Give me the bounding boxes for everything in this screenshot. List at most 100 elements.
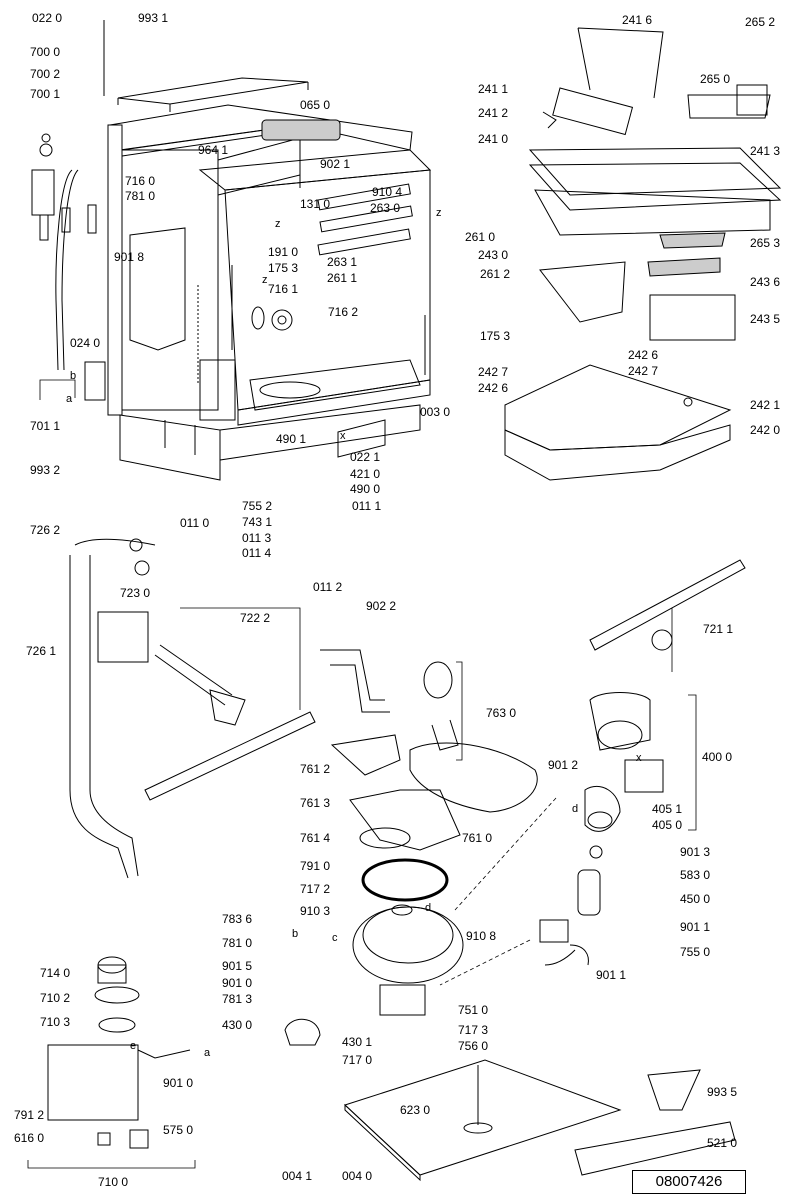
callout-717-2: 717 2 bbox=[300, 882, 331, 896]
callout-265-3: 265 3 bbox=[750, 236, 781, 250]
callout-751-0: 751 0 bbox=[458, 1003, 489, 1017]
callout-405-1: 405 1 bbox=[652, 802, 683, 816]
callout-901-0-mid: 901 0 bbox=[222, 976, 253, 990]
callout-261-0: 261 0 bbox=[465, 230, 496, 244]
pump-assembly bbox=[539, 692, 664, 966]
callout-722-2: 722 2 bbox=[240, 611, 271, 625]
callout-242-7-a: 242 7 bbox=[478, 365, 509, 379]
callout-716-0: 716 0 bbox=[125, 174, 156, 188]
letter-marker: d bbox=[425, 902, 432, 914]
callout-261-2: 261 2 bbox=[480, 267, 511, 281]
letter-marker: b bbox=[292, 928, 299, 940]
callout-902-1: 902 1 bbox=[320, 157, 351, 171]
callout-901-8: 901 8 bbox=[114, 250, 145, 264]
callout-004-0: 004 0 bbox=[342, 1169, 373, 1183]
callout-265-2: 265 2 bbox=[745, 15, 776, 29]
callout-011-0: 011 0 bbox=[180, 516, 210, 530]
letter-marker: e bbox=[130, 1040, 137, 1052]
callout-781-0-bot: 781 0 bbox=[222, 936, 253, 950]
callout-243-5: 243 5 bbox=[750, 312, 781, 326]
callout-405-0: 405 0 bbox=[652, 818, 683, 832]
callout-131-0: 131 0 bbox=[300, 197, 331, 211]
callout-901-5: 901 5 bbox=[222, 959, 253, 973]
callout-763-0: 763 0 bbox=[486, 706, 517, 720]
salt-container bbox=[47, 956, 321, 1149]
callout-743-1: 743 1 bbox=[242, 515, 273, 529]
callout-421-0: 421 0 bbox=[350, 467, 381, 481]
callout-242-1: 242 1 bbox=[750, 398, 781, 412]
callout-011-1: 011 1 bbox=[352, 499, 382, 513]
callout-241-3: 241 3 bbox=[750, 144, 781, 158]
callout-701-1: 701 1 bbox=[30, 419, 61, 433]
callout-700-0: 700 0 bbox=[30, 45, 61, 59]
letter-marker: z bbox=[262, 274, 268, 286]
callout-242-0: 242 0 bbox=[750, 423, 781, 437]
callout-710-3: 710 3 bbox=[40, 1015, 71, 1029]
callout-723-0: 723 0 bbox=[120, 586, 151, 600]
callout-791-0: 791 0 bbox=[300, 859, 331, 873]
callout-901-1-b: 901 1 bbox=[596, 968, 627, 982]
leader-lines bbox=[27, 379, 697, 1169]
callout-910-3: 910 3 bbox=[300, 904, 331, 918]
callout-726-1: 726 1 bbox=[26, 644, 57, 658]
callout-993-1: 993 1 bbox=[138, 11, 169, 25]
letter-marker: a bbox=[66, 393, 73, 405]
callout-241-6: 241 6 bbox=[622, 13, 653, 27]
callout-717-0: 717 0 bbox=[342, 1053, 373, 1067]
callout-993-5: 993 5 bbox=[707, 1085, 738, 1099]
callout-191-0: 191 0 bbox=[268, 245, 299, 259]
callout-710-0: 710 0 bbox=[98, 1175, 129, 1189]
callout-756-0: 756 0 bbox=[458, 1039, 489, 1053]
callout-241-2: 241 2 bbox=[478, 106, 509, 120]
spray-arm-assembly bbox=[69, 538, 746, 1016]
callout-781-3: 781 3 bbox=[222, 992, 253, 1006]
callout-450-0: 450 0 bbox=[680, 892, 711, 906]
callout-575-0: 575 0 bbox=[163, 1123, 194, 1137]
callout-065-0: 065 0 bbox=[300, 98, 331, 112]
letter-marker: a bbox=[204, 1047, 211, 1059]
callout-964-1: 964 1 bbox=[198, 143, 229, 157]
callout-717-3: 717 3 bbox=[458, 1023, 489, 1037]
base-tray bbox=[344, 1059, 736, 1182]
callout-242-6-a: 242 6 bbox=[628, 348, 659, 362]
callout-783-6: 783 6 bbox=[222, 912, 253, 926]
callout-901-1-a: 901 1 bbox=[680, 920, 711, 934]
callout-761-3: 761 3 bbox=[300, 796, 331, 810]
callout-242-7-b: 242 7 bbox=[628, 364, 659, 378]
callout-901-3: 901 3 bbox=[680, 845, 711, 859]
callout-755-0: 755 0 bbox=[680, 945, 711, 959]
callout-521-0: 521 0 bbox=[707, 1136, 738, 1150]
letter-marker: x bbox=[636, 752, 642, 764]
upper-basket bbox=[504, 27, 782, 481]
letter-marker: b bbox=[70, 370, 77, 382]
left-hose bbox=[31, 20, 106, 401]
callout-700-2: 700 2 bbox=[30, 67, 61, 81]
callout-243-6: 243 6 bbox=[750, 275, 781, 289]
callout-490-0: 490 0 bbox=[350, 482, 381, 496]
callout-011-4: 011 4 bbox=[242, 546, 272, 560]
callout-175-3-right: 175 3 bbox=[480, 329, 511, 343]
callout-726-2: 726 2 bbox=[30, 523, 61, 537]
callout-490-1: 490 1 bbox=[276, 432, 307, 446]
callout-901-2: 901 2 bbox=[548, 758, 579, 772]
callout-902-2: 902 2 bbox=[366, 599, 397, 613]
callout-241-0: 241 0 bbox=[478, 132, 509, 146]
callout-910-4: 910 4 bbox=[372, 185, 403, 199]
callout-616-0: 616 0 bbox=[14, 1131, 45, 1145]
callout-241-1: 241 1 bbox=[478, 82, 509, 96]
document-number: 08007426 bbox=[632, 1170, 746, 1194]
callout-755-2: 755 2 bbox=[242, 499, 273, 513]
callout-265-0: 265 0 bbox=[700, 72, 731, 86]
callout-993-2: 993 2 bbox=[30, 463, 61, 477]
callout-700-1: 700 1 bbox=[30, 87, 61, 101]
letter-marker: c bbox=[332, 932, 338, 944]
callout-243-0: 243 0 bbox=[478, 248, 509, 262]
callout-430-1: 430 1 bbox=[342, 1035, 373, 1049]
callout-623-0: 623 0 bbox=[400, 1103, 431, 1117]
callout-175-3-left: 175 3 bbox=[268, 261, 299, 275]
letter-marker: z bbox=[275, 218, 281, 230]
callout-261-1: 261 1 bbox=[327, 271, 358, 285]
callout-430-0: 430 0 bbox=[222, 1018, 253, 1032]
callout-761-4: 761 4 bbox=[300, 831, 331, 845]
